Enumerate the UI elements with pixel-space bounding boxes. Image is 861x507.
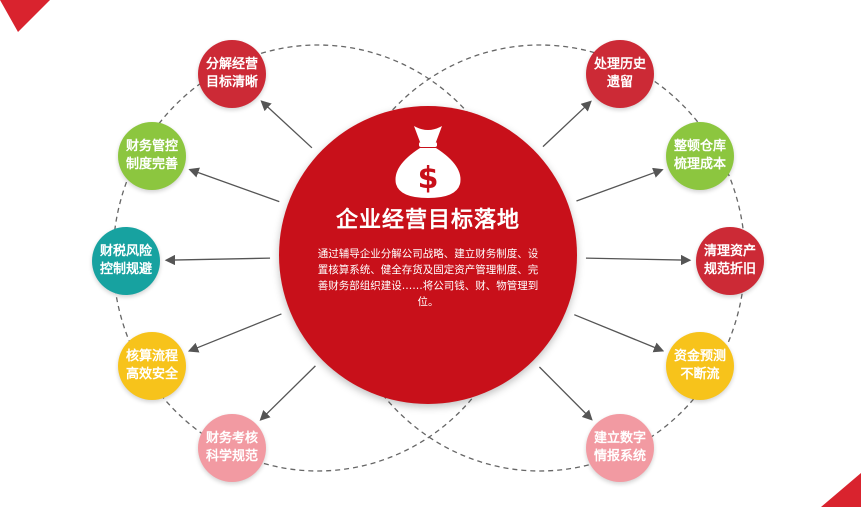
corner-decoration-top-left — [0, 0, 50, 32]
central-hub: $ 企业经营目标落地 通过辅导企业分解公司战略、建立财务制度、设置核算系统、健全… — [279, 106, 577, 404]
node-warehouse-cost: 整顿仓库梳理成本 — [666, 122, 734, 190]
node-cash-forecast: 资金预测不断流 — [666, 332, 734, 400]
node-accounting-flow: 核算流程高效安全 — [118, 332, 186, 400]
money-bag-icon: $ — [395, 126, 461, 198]
node-financial-control: 财务管控制度完善 — [118, 122, 186, 190]
connector-arrow — [188, 167, 280, 203]
node-asset-depreciation: 清理资产规范折旧 — [696, 227, 764, 295]
connector-arrow — [585, 254, 692, 266]
connector-arrow — [259, 365, 316, 421]
hub-description: 通过辅导企业分解公司战略、建立财务制度、设置核算系统、健全存货及固定资产管理制度… — [317, 248, 539, 308]
connector-arrow — [574, 314, 665, 353]
connector-arrow — [164, 254, 271, 266]
svg-text:$: $ — [418, 161, 439, 196]
connector-arrow — [187, 313, 282, 353]
connector-arrow — [576, 167, 664, 202]
node-tax-risk: 财税风险控制规避 — [92, 227, 160, 295]
connector-arrow — [542, 100, 592, 148]
node-historical-issues: 处理历史遗留 — [586, 40, 654, 108]
hub-title: 企业经营目标落地 — [335, 208, 520, 233]
corner-decoration-bottom-right — [821, 473, 861, 507]
node-financial-assessment: 财务考核科学规范 — [198, 414, 266, 482]
node-decompose-goals: 分解经营目标清晰 — [198, 40, 266, 108]
connector-arrow — [260, 100, 313, 149]
node-digital-intelligence: 建立数字情报系统 — [586, 414, 654, 482]
connector-arrow — [538, 366, 593, 421]
